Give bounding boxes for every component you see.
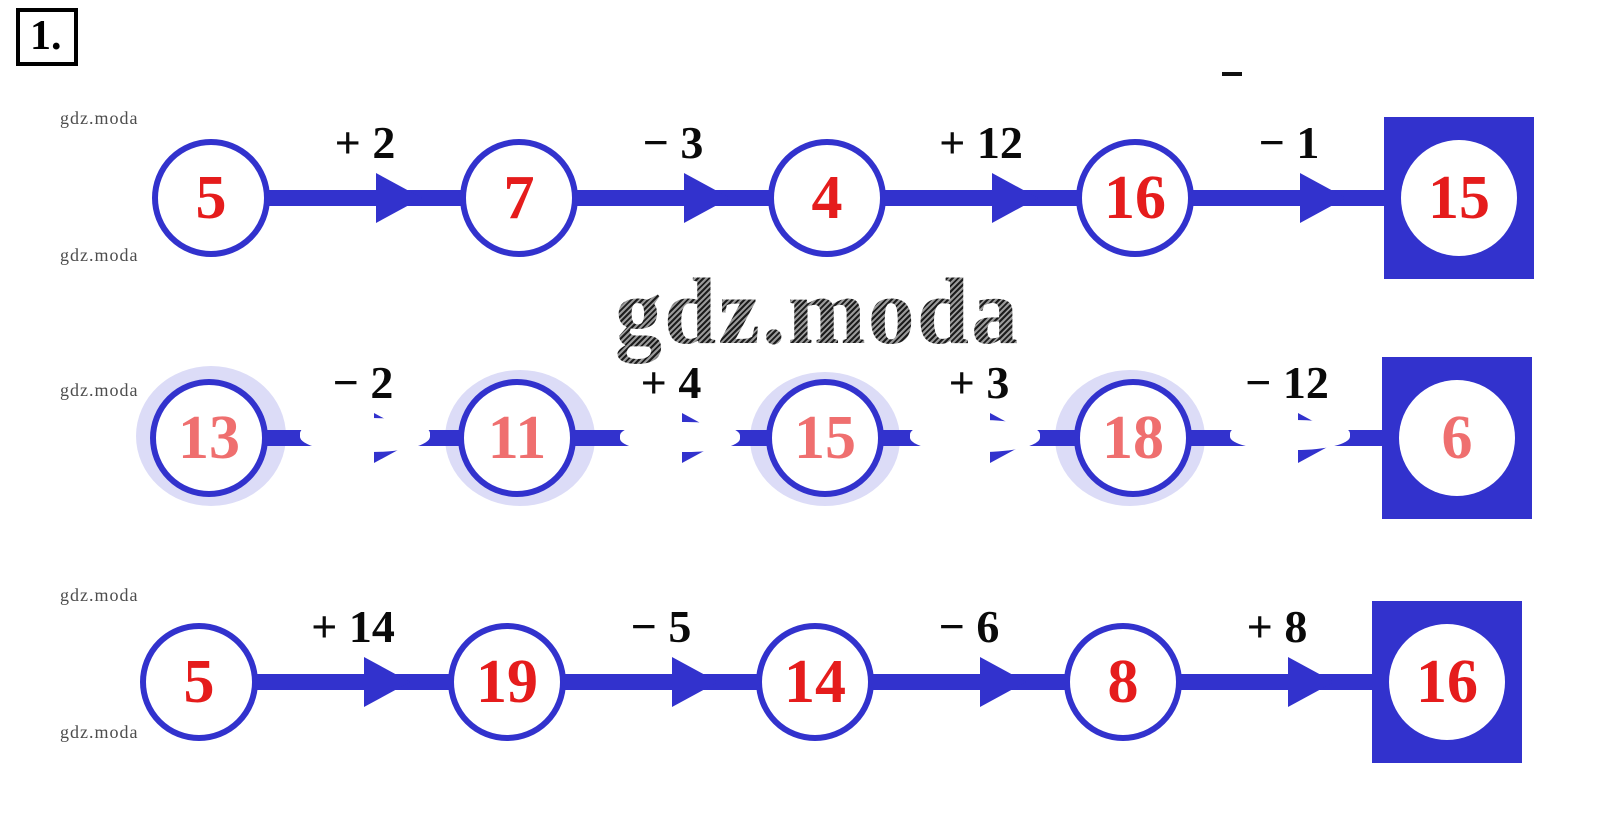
node-value: 14 [784,648,846,716]
arrow-bar [1172,674,1382,690]
node-value: 13 [178,404,240,472]
node-value: 11 [487,404,547,472]
number-chain-2: 13 − 2 11 + 4 15 + 3 18 − 12 6 [136,356,1532,520]
operation-label: − 5 [630,601,692,652]
number-chain-1: 5 + 2 7 − 3 4 + 12 16 − 1 15 [152,116,1534,280]
node-value: 19 [476,648,538,716]
chain-result-box: 15 [1384,117,1534,279]
arrow-head-icon [364,657,411,707]
chain-arrow: + 14 [248,600,458,764]
chain-node: 16 [1076,139,1194,257]
chain-node: 14 [756,623,874,741]
chain-arrow: + 8 [1172,600,1382,764]
artifact-streak [910,420,1040,452]
chain-node: 19 [448,623,566,741]
result-circle: 15 [1401,140,1517,256]
chain-arrow: − 5 [556,600,766,764]
number-chain-3: 5 + 14 19 − 5 14 − 6 8 + 8 16 [140,600,1522,764]
arrow-head-icon [1288,657,1335,707]
watermark-small: gdz.moda [60,380,139,400]
operation-label: + 8 [1246,601,1308,652]
node-value: 6 [1441,404,1473,472]
arrow-head-icon [376,173,423,223]
chain-node: 7 [460,139,578,257]
arrow-bar [876,190,1086,206]
operation-label: − 3 [642,117,704,168]
exercise-number-box: 1. [16,8,78,66]
exercise-number: 1. [30,13,62,59]
stray-mark [1222,72,1242,76]
node-value: 15 [794,404,856,472]
arrow-head-icon [1300,173,1347,223]
operation-label: − 1 [1258,117,1320,168]
arrow-head-icon [980,657,1027,707]
operation-label: + 14 [311,601,395,652]
result-circle: 6 [1399,380,1515,496]
watermark-small: gdz.moda [60,108,139,128]
chain-result-box: 16 [1372,601,1522,763]
operation-label: − 2 [332,357,394,408]
node-value: 5 [195,164,227,232]
chain-result-box: 6 [1382,357,1532,519]
arrow-bar [248,674,458,690]
artifact-streak [300,418,430,452]
chain-arrow: + 2 [260,116,470,280]
operation-label: + 3 [948,357,1010,408]
chain-node: 15 [766,379,884,497]
arrow-head-icon [684,173,731,223]
watermark-small: gdz.moda [60,245,139,265]
arrow-bar [556,674,766,690]
chain-node: 5 [140,623,258,741]
node-value: 18 [1102,404,1164,472]
operation-label: − 6 [938,601,1000,652]
node-value: 4 [811,164,843,232]
node-value: 16 [1104,164,1166,232]
watermark-small: gdz.moda [60,585,139,605]
operation-label: + 4 [640,357,702,408]
arrow-bar [1184,190,1394,206]
result-circle: 16 [1389,624,1505,740]
arrow-bar [568,190,778,206]
artifact-streak [620,422,740,452]
arrow-bar [864,674,1074,690]
chain-arrow: + 12 [876,116,1086,280]
chain-node: 4 [768,139,886,257]
chain-arrow: − 3 [568,116,778,280]
watermark-large: gdz.moda [615,260,1021,364]
operation-label: + 2 [334,117,396,168]
node-value: 16 [1416,648,1478,716]
operation-label: − 12 [1245,357,1329,408]
chain-node: 11 [458,379,576,497]
artifact-streak [1230,420,1350,450]
chain-arrow: − 1 [1184,116,1394,280]
chain-node: 8 [1064,623,1182,741]
arrow-bar [260,190,470,206]
chain-node: 13 [150,379,268,497]
node-value: 5 [183,648,215,716]
watermark-small: gdz.moda [60,722,139,742]
operation-label: + 12 [939,117,1023,168]
chain-arrow: − 6 [864,600,1074,764]
arrow-head-icon [992,173,1039,223]
chain-node: 5 [152,139,270,257]
chain-node: 18 [1074,379,1192,497]
node-value: 8 [1107,648,1139,716]
arrow-head-icon [672,657,719,707]
node-value: 15 [1428,164,1490,232]
node-value: 7 [503,164,535,232]
